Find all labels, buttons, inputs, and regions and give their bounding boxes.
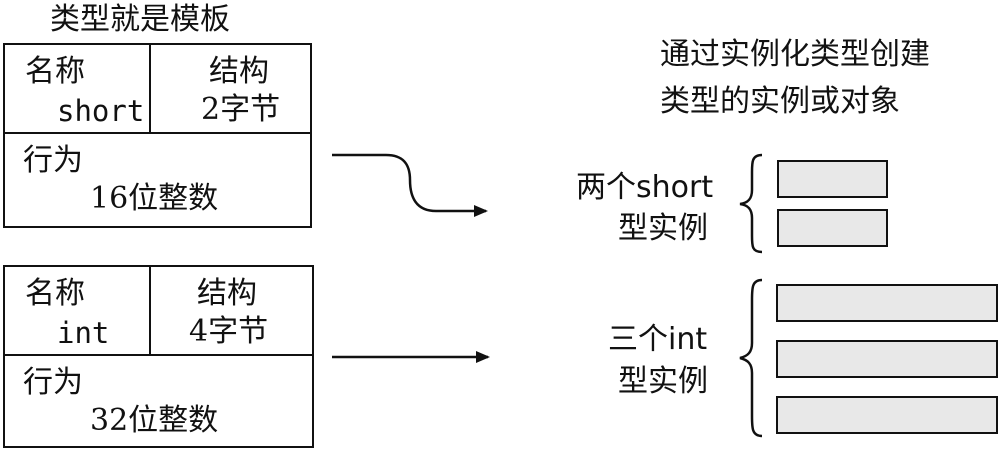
group-label-int-line-1: 三个int xyxy=(608,322,708,357)
group-label-int-line-2: 型实例 xyxy=(618,364,708,399)
int-group-brace xyxy=(739,278,763,438)
int-instance-2 xyxy=(776,340,998,378)
behavior-cell: 行为 16位整数 xyxy=(5,134,310,226)
behavior-value: 16位整数 xyxy=(90,181,219,216)
group-label-short-line-1: 两个short xyxy=(576,170,714,205)
instantiate-arrow-short xyxy=(332,153,488,217)
short-instance-2 xyxy=(777,209,888,247)
group-label-short-line-2: 型实例 xyxy=(618,211,708,246)
structure-label: 结构 xyxy=(197,276,257,311)
structure-label: 结构 xyxy=(209,54,269,89)
behavior-label: 行为 xyxy=(23,365,83,400)
behavior-cell: 行为 32位整数 xyxy=(5,356,312,446)
type-template-short: 名称 short 结构 2字节 行为 16位整数 xyxy=(3,43,312,228)
structure-cell: 结构 4字节 xyxy=(151,267,312,356)
name-value: short xyxy=(57,94,145,128)
name-cell: 名称 short xyxy=(5,45,151,134)
caption-line-2: 类型的实例或对象 xyxy=(660,84,900,119)
behavior-label: 行为 xyxy=(23,143,83,178)
name-label: 名称 xyxy=(25,54,85,89)
behavior-value: 32位整数 xyxy=(90,403,219,438)
int-instance-1 xyxy=(776,284,998,322)
diagram-title: 类型就是模板 xyxy=(50,2,230,37)
name-cell: 名称 int xyxy=(5,267,151,356)
short-instance-1 xyxy=(777,160,888,198)
structure-value: 2字节 xyxy=(201,92,281,127)
type-template-int: 名称 int 结构 4字节 行为 32位整数 xyxy=(3,265,314,448)
structure-value: 4字节 xyxy=(189,314,269,349)
short-group-brace xyxy=(739,153,763,254)
caption-line-1: 通过实例化类型创建 xyxy=(660,37,930,72)
int-instance-3 xyxy=(776,396,998,434)
name-label: 名称 xyxy=(25,276,85,311)
structure-cell: 结构 2字节 xyxy=(151,45,310,134)
name-value: int xyxy=(57,316,110,350)
